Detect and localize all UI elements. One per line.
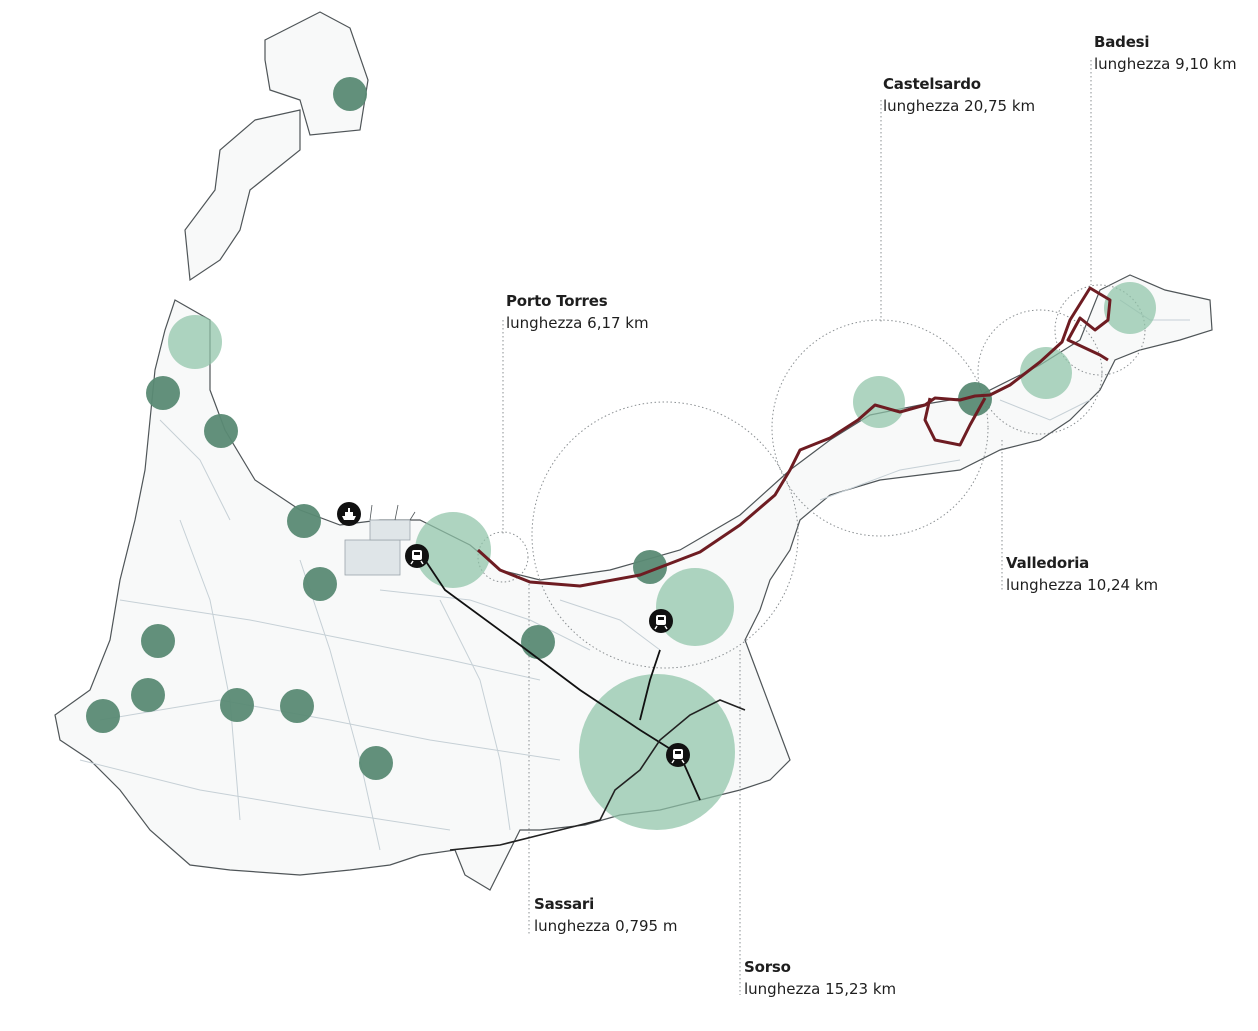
label-sorso: Sorso lunghezza 15,23 km xyxy=(744,956,896,1000)
buffer-sorso xyxy=(531,401,799,669)
land-area xyxy=(184,11,369,282)
label-name: Sorso xyxy=(744,958,791,976)
label-name: Castelsardo xyxy=(883,75,981,93)
pole-badesi xyxy=(1104,282,1156,334)
city-boundary xyxy=(449,699,746,851)
label-valledoria: Valledoria lunghezza 10,24 km xyxy=(1006,552,1158,596)
label-length: lunghezza 20,75 km xyxy=(883,97,1036,115)
label-name: Badesi xyxy=(1094,33,1150,51)
label-length: lunghezza 10,24 km xyxy=(1006,576,1159,594)
label-length: lunghezza 9,10 km xyxy=(1094,55,1237,73)
pole-valledoria xyxy=(1020,347,1072,399)
label-porto-torres: Porto Torres lunghezza 6,17 km xyxy=(506,290,649,334)
train-icon xyxy=(405,544,429,568)
train-icon xyxy=(666,743,690,767)
pole-sassari xyxy=(579,674,735,830)
pole-stintino xyxy=(168,315,222,369)
buffer-badesi xyxy=(1054,284,1146,376)
label-badesi: Badesi lunghezza 9,10 km xyxy=(1094,31,1237,75)
port-area xyxy=(344,504,416,576)
ship-icon xyxy=(337,502,361,526)
label-name: Valledoria xyxy=(1006,554,1090,572)
train-icon xyxy=(649,609,673,633)
land-main xyxy=(54,274,1213,891)
pole-sorso xyxy=(656,568,734,646)
pole-porto-torres xyxy=(415,512,491,588)
label-sassari: Sassari lunghezza 0,795 m xyxy=(534,893,677,937)
label-length: lunghezza 15,23 km xyxy=(744,980,897,998)
cycle-route xyxy=(476,286,1112,588)
urban-poles-small xyxy=(86,77,992,780)
buffer-valledoria xyxy=(977,309,1103,435)
pole-castelsardo xyxy=(853,376,905,428)
label-castelsardo: Castelsardo lunghezza 20,75 km xyxy=(883,73,1035,117)
label-name: Porto Torres xyxy=(506,292,608,310)
buffer-castelsardo xyxy=(771,319,989,537)
label-length: lunghezza 0,795 m xyxy=(534,917,678,935)
label-length: lunghezza 6,17 km xyxy=(506,314,649,332)
label-name: Sassari xyxy=(534,895,595,913)
